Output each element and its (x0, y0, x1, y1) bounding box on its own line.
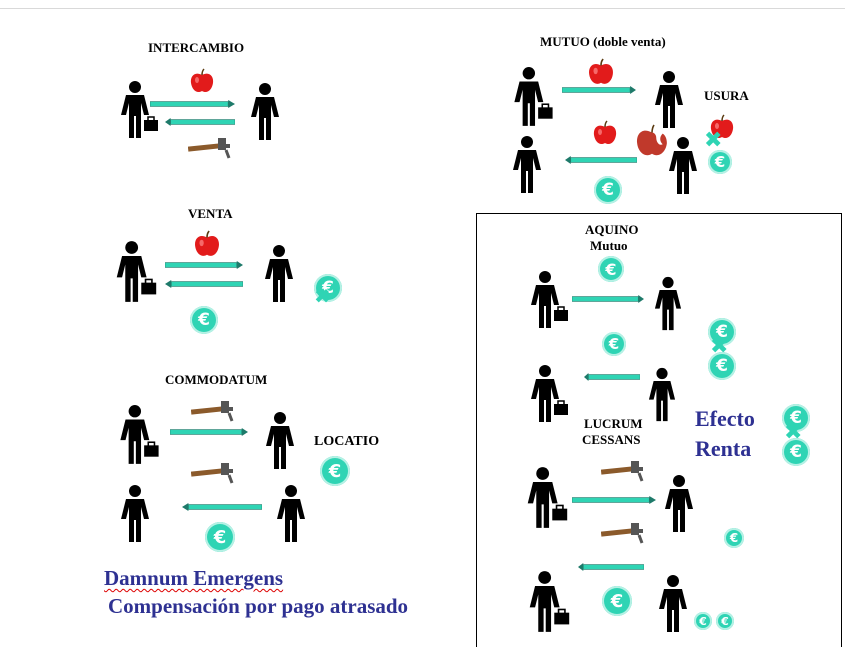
aquino-label: AQUINO (585, 222, 639, 237)
person-icon (664, 474, 694, 534)
locatio-label: LOCATIO (314, 434, 380, 449)
euro-coin-icon: € (708, 318, 736, 346)
hammer-icon (601, 458, 645, 482)
euro-coin-icon: € (190, 306, 218, 334)
person-with-briefcase-icon (526, 570, 574, 634)
arrow-left (165, 118, 235, 126)
hammer-icon (601, 520, 645, 544)
euro-coin-icon: € (320, 456, 350, 486)
arrow-right (572, 496, 656, 504)
compensacion-text: Compensación por pago atrasado (108, 594, 409, 618)
person-with-briefcase-icon (116, 404, 164, 466)
hammer-icon (191, 460, 235, 484)
lucrum-label: LUCRUM (584, 416, 643, 431)
euro-coin-icon: € (602, 332, 626, 356)
intercambio-label: INTERCAMBIO (148, 40, 245, 55)
aquino-panel (476, 213, 842, 647)
person-icon (276, 482, 306, 546)
person-icon (265, 410, 295, 472)
arrow-left (578, 563, 644, 571)
euro-coin-icon: € (594, 176, 622, 204)
person-icon (120, 482, 150, 546)
efecto-text: Efecto (695, 406, 755, 431)
cross-icon: ✖ (704, 128, 723, 153)
arrow-left (165, 280, 243, 288)
apple-icon (588, 58, 614, 86)
person-with-briefcase-icon (530, 364, 570, 424)
top-divider (0, 8, 845, 9)
person-with-briefcase-icon (524, 466, 572, 530)
damnum-emergens-text: Damnum Emergens (104, 566, 284, 590)
euro-coin-icon: € (708, 150, 732, 174)
person-with-briefcase-icon (528, 270, 572, 330)
usura-label: USURA (704, 88, 749, 103)
euro-coin-icon: € (602, 586, 632, 616)
arrow-left (565, 156, 637, 164)
person-icon (648, 366, 676, 424)
euro-coin-icon: € (724, 528, 744, 548)
apple-icon (190, 68, 214, 94)
commodatum-label: COMMODATUM (165, 372, 268, 387)
euro-coin-icon: € (716, 612, 734, 630)
euro-coin-icon: € (708, 352, 736, 380)
arrow-left (584, 373, 640, 381)
cessans-label: CESSANS (582, 432, 641, 447)
arrow-right (170, 428, 248, 436)
renta-text: Renta (695, 436, 752, 461)
euro-coin-icon: € (782, 438, 810, 466)
arrow-right (150, 100, 235, 108)
arrow-right (562, 86, 636, 94)
person-with-briefcase-icon (114, 240, 160, 304)
person-icon (658, 574, 688, 634)
person-icon (668, 136, 698, 196)
hammer-icon (191, 398, 235, 422)
arrow-right (572, 295, 644, 303)
person-icon (250, 80, 280, 144)
arrow-left (182, 503, 262, 511)
euro-coin-icon: € (694, 612, 712, 630)
arrow-right (165, 261, 243, 269)
person-icon (654, 70, 684, 130)
euro-coin-icon: € (205, 522, 235, 552)
apple-icon (592, 120, 618, 146)
mutuo-label: MUTUO (doble venta) (540, 34, 666, 49)
euro-coin-icon: € (782, 404, 810, 432)
cross-icon: ✖ (314, 284, 331, 308)
aquino-mutuo-label: Mutuo (590, 238, 628, 253)
person-icon (264, 242, 294, 306)
bitten-apple-icon (636, 124, 668, 158)
euro-coin-icon: € (598, 256, 624, 282)
person-with-briefcase-icon (120, 78, 160, 142)
euro-coin-icon: € (314, 274, 342, 302)
venta-label: VENTA (188, 206, 233, 221)
hammer-icon (188, 135, 232, 159)
apple-icon (194, 230, 220, 258)
person-with-briefcase-icon (510, 66, 558, 128)
person-icon (512, 134, 542, 196)
person-icon (654, 276, 682, 332)
